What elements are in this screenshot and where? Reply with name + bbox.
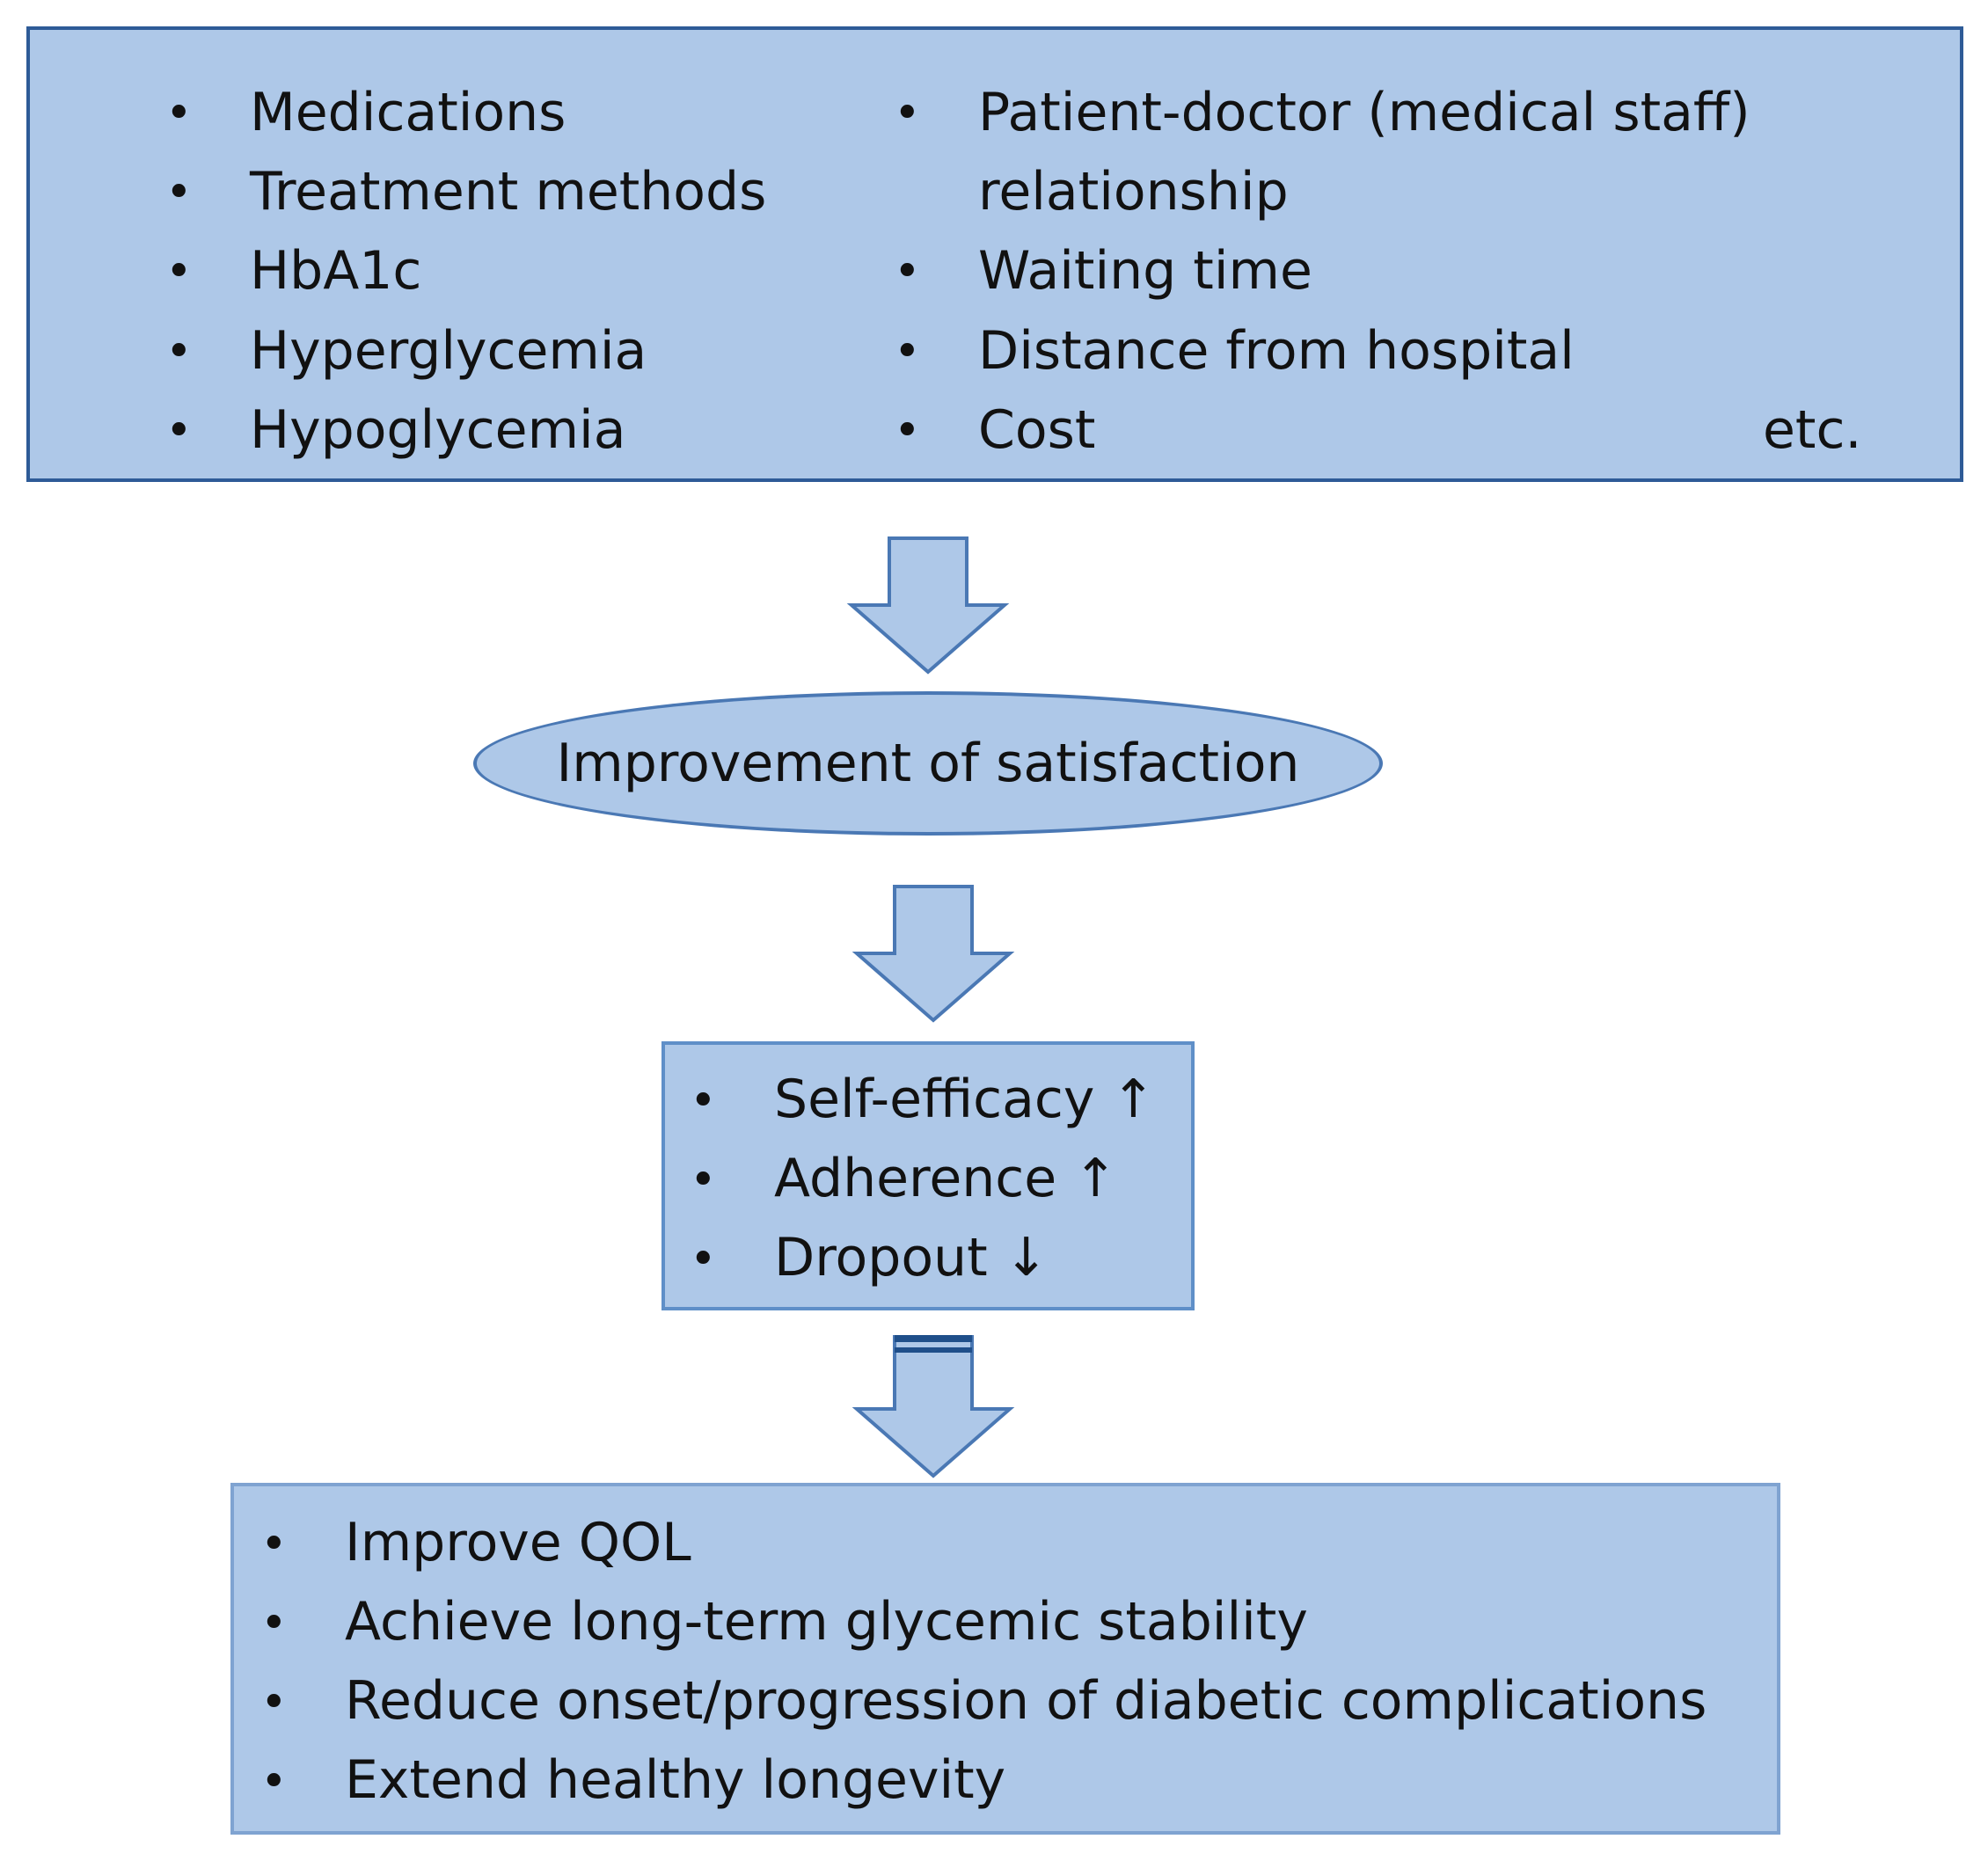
- factor-patient-doctor: Patient-doctor (medical staff): [978, 82, 1750, 143]
- factor-waiting-time: Waiting time: [978, 240, 1312, 302]
- factor-medications: Medications: [250, 82, 566, 143]
- bullet: •: [894, 245, 921, 298]
- factor-hyperglycemia: Hyperglycemia: [250, 320, 647, 382]
- outcomes-box: [661, 1041, 1195, 1310]
- bullet: •: [260, 1518, 288, 1571]
- factor-distance: Distance from hospital: [978, 320, 1575, 382]
- bullet: •: [690, 1075, 717, 1128]
- bullet: •: [894, 325, 921, 378]
- down-arrow-icon: [851, 885, 1015, 1023]
- goals-box: [230, 1483, 1780, 1835]
- factor-treatment-methods: Treatment methods: [250, 161, 767, 223]
- bullet: •: [165, 405, 193, 457]
- factor-hypoglycemia: Hypoglycemia: [250, 399, 626, 461]
- bullet: •: [894, 405, 921, 457]
- bullet: •: [165, 166, 193, 219]
- goal-improve-qol: Improve QOL: [345, 1512, 691, 1573]
- outcome-self-efficacy: Self-efficacy ↑: [774, 1069, 1156, 1130]
- bullet: •: [894, 87, 921, 140]
- factor-etc: etc.: [1763, 399, 1862, 461]
- bullet: •: [260, 1755, 288, 1808]
- factors-box: [26, 26, 1963, 482]
- down-arrow-icon: [851, 1335, 1015, 1478]
- satisfaction-ellipse: Improvement of satisfaction: [473, 691, 1383, 836]
- factor-relationship: relationship: [978, 161, 1289, 223]
- down-arrow-icon: [846, 536, 1010, 675]
- outcome-adherence: Adherence ↑: [774, 1148, 1118, 1209]
- factor-hba1c: HbA1c: [250, 240, 422, 302]
- goal-healthy-longevity: Extend healthy longevity: [345, 1749, 1006, 1811]
- ellipse-label: Improvement of satisfaction: [556, 733, 1300, 794]
- goal-glycemic-stability: Achieve long-term glycemic stability: [345, 1591, 1308, 1653]
- bullet: •: [165, 325, 193, 378]
- outcome-dropout: Dropout ↓: [774, 1227, 1049, 1288]
- bullet: •: [690, 1233, 717, 1286]
- bullet: •: [165, 245, 193, 298]
- bullet: •: [260, 1676, 288, 1729]
- goal-reduce-complications: Reduce onset/progression of diabetic com…: [345, 1670, 1707, 1732]
- factor-cost: Cost: [978, 399, 1096, 461]
- bullet: •: [165, 87, 193, 140]
- bullet: •: [690, 1154, 717, 1207]
- bullet: •: [260, 1597, 288, 1650]
